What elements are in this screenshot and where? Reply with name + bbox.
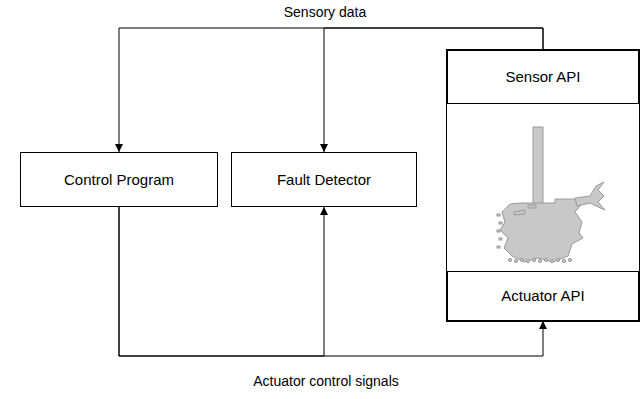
robot-tooth (532, 258, 535, 261)
robot-tooth (497, 214, 500, 216)
robot-tooth (497, 246, 500, 248)
signal-label: Actuator control signals (248, 373, 404, 389)
robot-tooth (562, 259, 565, 262)
connector (119, 207, 324, 356)
robot-tooth (499, 222, 502, 224)
robot-tooth (550, 259, 553, 262)
robot-tooth (538, 259, 541, 262)
signal-label: Sensory data (242, 4, 408, 20)
robot-sensor (528, 205, 536, 208)
robot-tooth (508, 258, 511, 261)
robot-wheels (497, 214, 572, 263)
node-label: Control Program (64, 171, 174, 189)
process-box: Control Program (20, 152, 218, 207)
robot-frame (447, 50, 640, 322)
process-box: Fault Detector (231, 152, 417, 207)
node-label: Fault Detector (277, 171, 371, 189)
robot-tooth (568, 258, 571, 261)
robot-tooth (520, 258, 523, 261)
robot-tooth (544, 258, 547, 261)
robot-body (500, 199, 583, 262)
robot-sensor (514, 210, 525, 215)
robot-tooth (499, 238, 502, 240)
node-label: Actuator API (501, 287, 584, 305)
robot-tooth (497, 230, 500, 232)
robot-illustration (497, 127, 605, 263)
api-section: Sensor API (447, 50, 639, 104)
robot-mast (533, 127, 543, 207)
robot-gripper (575, 182, 605, 210)
node-label: Sensor API (505, 68, 580, 86)
robot-tooth (526, 259, 529, 262)
robot-tooth (514, 259, 517, 262)
api-section: Actuator API (447, 271, 639, 321)
robot-tooth (556, 258, 559, 261)
